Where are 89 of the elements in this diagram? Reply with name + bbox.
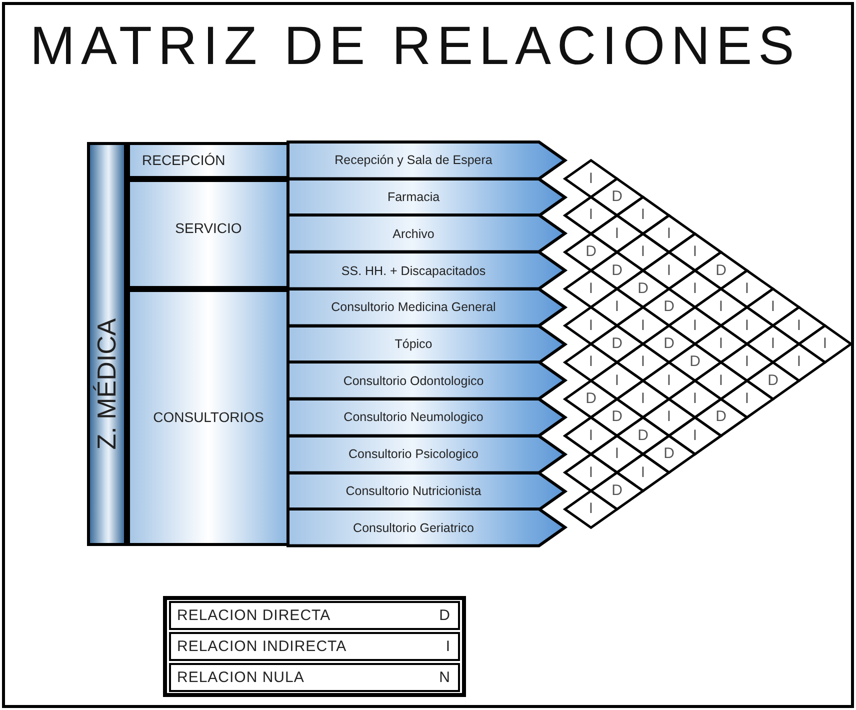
relation-code: D: [662, 445, 676, 464]
relation-code: D: [662, 298, 676, 316]
space-row: [288, 509, 567, 546]
space-label: Consultorio Medicina General: [330, 300, 497, 314]
diagram-title: MATRIZ DE RELACIONES: [30, 15, 800, 78]
space-label: Consultorio Geriatrico: [352, 520, 475, 535]
relation-code: I: [666, 408, 672, 426]
space-label: Consultorio Neumologico: [342, 410, 484, 424]
relation-code: I: [588, 170, 594, 188]
relation-code: D: [636, 426, 650, 445]
relation-code: I: [744, 390, 750, 408]
legend-code: D: [439, 607, 450, 624]
relation-code: I: [692, 426, 698, 445]
relation-code: I: [692, 316, 698, 335]
space-label: Archivo: [392, 226, 436, 241]
relation-code: I: [666, 224, 672, 243]
relation-code: I: [770, 335, 776, 353]
relation-code: I: [822, 335, 828, 353]
relation-code: I: [744, 353, 750, 372]
space-row: [288, 399, 567, 436]
relation-code: I: [640, 390, 646, 408]
legend-code: I: [446, 638, 450, 655]
space-label: Farmacia: [386, 190, 441, 204]
relation-code: D: [610, 408, 624, 426]
zone-band: [87, 142, 127, 546]
relation-code: I: [718, 335, 724, 353]
relation-code: I: [796, 353, 802, 372]
relation-code: I: [588, 464, 594, 482]
relation-code: I: [770, 298, 776, 316]
space-label: Consultorio Nutricionista: [344, 484, 482, 498]
space-label: Recepción y Sala de Espera: [334, 153, 494, 168]
zone-label: Z. MÉDICA: [92, 318, 122, 450]
relation-code: I: [666, 262, 672, 280]
legend-text: RELACION DIRECTA: [177, 607, 331, 624]
space-row: [288, 472, 567, 510]
relation-code: I: [588, 426, 594, 445]
relation-code: I: [588, 500, 594, 518]
relation-code: I: [640, 464, 646, 482]
relation-code: I: [614, 372, 620, 390]
relation-code: D: [688, 353, 702, 372]
category-label: SERVICIO: [175, 220, 242, 236]
relation-code: I: [796, 316, 802, 335]
relation-code: I: [692, 243, 698, 262]
relation-code: I: [640, 316, 646, 335]
relation-code: D: [610, 335, 624, 353]
relation-code: I: [614, 445, 620, 464]
space-row: [288, 288, 567, 326]
relation-code: D: [584, 390, 598, 408]
relation-code: I: [692, 280, 698, 298]
relation-code: D: [610, 482, 624, 500]
relation-code: I: [640, 353, 646, 372]
legend-text: RELACION INDIRECTA: [177, 638, 347, 655]
space-row: [288, 142, 567, 179]
relation-code: I: [640, 243, 646, 262]
space-label: Tópico: [394, 336, 434, 351]
relation-code: I: [588, 316, 594, 335]
relation-code: I: [718, 372, 724, 390]
relation-code: I: [666, 372, 672, 390]
category-label: CONSULTORIOS: [153, 409, 264, 426]
space-row: [288, 326, 567, 362]
relation-code: I: [744, 316, 750, 335]
relation-code: D: [610, 262, 624, 280]
relation-code: D: [610, 188, 624, 206]
category-label: RECEPCIÓN: [142, 152, 226, 168]
relation-code: D: [662, 335, 676, 353]
relation-code: I: [692, 390, 698, 408]
relation-code: I: [614, 298, 620, 316]
relation-code: I: [640, 206, 646, 224]
relation-code: I: [744, 280, 750, 298]
space-label: Consultorio Psicologico: [348, 447, 480, 462]
relation-code: I: [588, 206, 594, 224]
relation-code: D: [766, 372, 780, 390]
relation-code: D: [584, 243, 598, 262]
relation-code: D: [714, 262, 728, 280]
relation-code: D: [714, 408, 728, 426]
relation-code: I: [588, 353, 594, 372]
relation-code: I: [614, 224, 620, 243]
relation-code: I: [718, 298, 724, 316]
legend-code: N: [439, 669, 450, 686]
space-row: [288, 215, 567, 252]
space-row: [288, 362, 567, 400]
legend-text: RELACION NULA: [177, 669, 304, 686]
relation-code: I: [588, 280, 594, 298]
relation-code: D: [636, 280, 650, 298]
space-label: Consultorio Odontologico: [342, 374, 485, 388]
space-label: SS. HH. + Discapacitados: [340, 264, 487, 278]
space-row: [288, 178, 567, 216]
space-row: [288, 436, 567, 473]
space-row: [288, 252, 567, 289]
